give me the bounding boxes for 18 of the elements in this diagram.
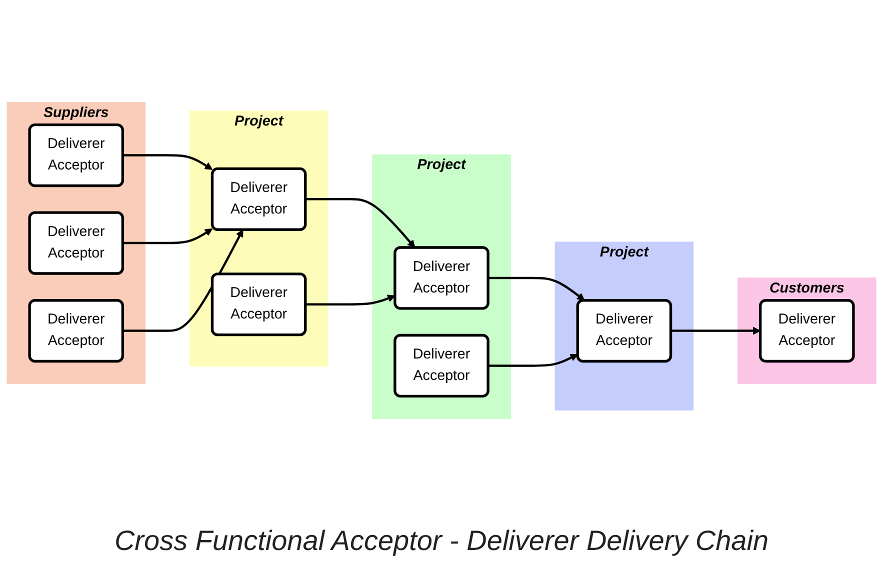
node-box: Deliverer Acceptor: [28, 299, 124, 363]
diagram-caption: Cross Functional Acceptor - Deliverer Delivery Chain: [114, 524, 769, 558]
arrow: [122, 229, 244, 332]
node-box: Deliverer Acceptor: [210, 272, 307, 336]
node-box: Deliverer Acceptor: [28, 124, 124, 188]
arrow: [122, 228, 213, 244]
arrow: [122, 154, 213, 170]
node-box: Deliverer Acceptor: [210, 167, 307, 231]
node-box: Deliverer Acceptor: [576, 299, 672, 363]
arrow: [488, 276, 585, 301]
arrow: [670, 326, 761, 335]
arrow: [488, 354, 578, 367]
arrow: [305, 294, 396, 306]
node-box: Deliverer Acceptor: [28, 211, 124, 275]
node-box: Deliverer Acceptor: [394, 246, 490, 310]
arrow: [305, 198, 416, 248]
node-box: Deliverer Acceptor: [758, 299, 855, 363]
node-box: Deliverer Acceptor: [394, 334, 490, 398]
